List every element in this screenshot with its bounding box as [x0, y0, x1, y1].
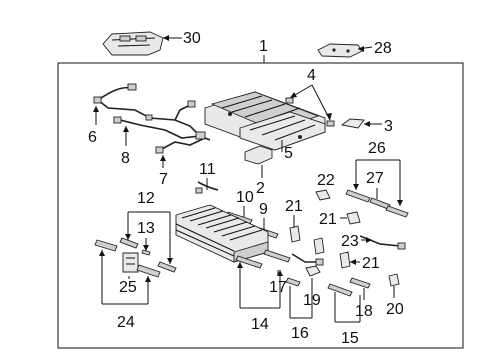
part-wire-harness [93, 83, 211, 154]
callout-2: 2 [256, 165, 265, 197]
part-20-clip [388, 273, 400, 287]
callout-13: 13 [137, 220, 155, 251]
part-11-cable [195, 181, 219, 194]
part-22-clip [346, 211, 361, 225]
callout-label-22: 21 [319, 211, 337, 228]
callout-label-29: 28 [374, 40, 392, 57]
callout-label-3: 3 [384, 118, 393, 135]
callout-label-27: 26 [368, 140, 386, 157]
part-21-bracket-lower [339, 251, 351, 269]
callout-label-9: 9 [259, 201, 268, 218]
callout-label-23: 22 [317, 172, 335, 189]
callout-20: 20 [386, 286, 404, 318]
part-18-bar [349, 277, 371, 289]
part-17-cable [291, 253, 324, 266]
callout-18: 18 [355, 288, 373, 320]
callout-label-30: 30 [183, 30, 201, 47]
part-2-block [244, 145, 273, 165]
callout-label-21-upper: 21 [285, 198, 303, 215]
callout-label-24: 23 [341, 233, 359, 250]
callout-7: 7 [159, 155, 168, 188]
callout-5: 5 [281, 140, 293, 162]
callout-16: 16 [289, 278, 313, 342]
part-12-bus-bar-left [119, 237, 139, 249]
callout-label-15: 15 [341, 330, 359, 347]
callout-label-7: 7 [159, 171, 168, 188]
part-bracket-mid [313, 237, 325, 255]
part-27-bar-a [345, 189, 371, 203]
callout-22: 21 [319, 211, 347, 228]
part-5-battery-tray [204, 91, 326, 151]
callout-4: 4 [285, 67, 335, 127]
callout-label-20: 20 [386, 301, 404, 318]
callout-19: 19 [303, 278, 321, 309]
callout-24: 23 [341, 233, 372, 250]
part-battery-modules [175, 204, 269, 263]
callout-1: 1 [259, 38, 268, 63]
callout-23: 22 [317, 172, 335, 189]
callout-label-17: 17 [269, 279, 287, 296]
part-23-clip [315, 189, 331, 201]
callout-17: 17 [269, 270, 287, 296]
callout-label-2: 2 [256, 180, 265, 197]
assembly-frame [57, 62, 464, 349]
callout-label-12: 12 [137, 190, 155, 207]
part-13-small [141, 249, 151, 256]
callout-label-19: 19 [303, 292, 321, 309]
callout-label-14: 14 [251, 316, 269, 333]
part-4-clip-b [326, 120, 335, 127]
part-16-clip [285, 277, 301, 287]
callout-28: 27 [366, 170, 384, 199]
callout-label-25: 24 [117, 314, 135, 331]
part-17-bar [263, 249, 291, 263]
part-27-bar-b [385, 205, 409, 218]
callout-label-13: 13 [137, 220, 155, 237]
callout-label-8: 8 [121, 150, 130, 167]
callout-15: 15 [334, 292, 361, 347]
part-26-plate [122, 252, 139, 273]
callout-3: 3 [364, 118, 393, 135]
callout-label-1: 1 [259, 38, 268, 55]
callout-10: 10 [236, 189, 254, 217]
callout-26: 25 [119, 276, 137, 296]
part-14-bar [235, 255, 263, 269]
callout-8: 8 [121, 126, 130, 167]
part-12-bus-bar-right [157, 261, 177, 273]
callout-label-10: 10 [236, 189, 254, 206]
part-15-bar [327, 283, 353, 297]
part-29-plate [317, 43, 363, 58]
callout-25: 24 [99, 250, 151, 331]
part-21-bracket-upper [289, 225, 301, 243]
callout-14: 14 [237, 262, 283, 333]
part-3-pad [340, 118, 365, 129]
callout-label-26: 25 [119, 279, 137, 296]
callout-label-16: 16 [291, 325, 309, 342]
callout-21-upper: 21 [285, 198, 303, 228]
callout-21-lower: 21 [350, 255, 380, 272]
callout-label-5: 5 [284, 145, 293, 162]
callout-label-21-lower: 21 [362, 255, 380, 272]
part-25-plate-b [136, 264, 161, 278]
callout-11: 11 [199, 161, 216, 190]
callout-label-28: 27 [366, 170, 384, 187]
callout-9: 9 [259, 201, 268, 230]
callout-label-4: 4 [307, 67, 316, 84]
callout-6: 6 [88, 106, 99, 146]
callout-label-18: 18 [355, 303, 373, 320]
callout-29: 28 [357, 40, 392, 57]
callout-12: 12 [125, 190, 173, 264]
part-30-bracket [102, 31, 164, 56]
callout-30: 30 [163, 30, 201, 47]
part-19-clip [305, 265, 321, 277]
callout-27: 26 [353, 140, 403, 206]
part-4-clip-a [285, 97, 294, 104]
callout-label-11: 11 [199, 161, 216, 178]
callout-label-6: 6 [88, 129, 97, 146]
part-25-plate-a [94, 239, 118, 252]
